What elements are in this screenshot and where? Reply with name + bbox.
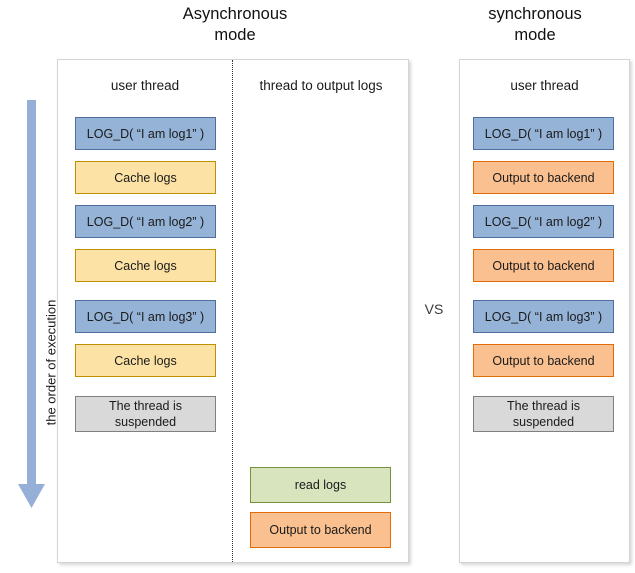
async-step-thread-suspended[interactable]: The thread is suspended <box>75 396 216 432</box>
async-step-output-to-backend[interactable]: Output to backend <box>250 512 391 548</box>
async-output-thread-header: thread to output logs <box>259 78 383 93</box>
down-arrow-icon <box>18 100 45 508</box>
sync-step-thread-suspended[interactable]: The thread is suspended <box>473 396 614 432</box>
sync-step-log2[interactable]: LOG_D( “I am log2” ) <box>473 205 614 238</box>
sync-user-thread-header: user thread <box>510 78 579 93</box>
thread-divider <box>232 60 233 562</box>
async-step-log1[interactable]: LOG_D( “I am log1” ) <box>75 117 216 150</box>
async-step-cache-logs-3[interactable]: Cache logs <box>75 344 216 377</box>
sync-step-log3[interactable]: LOG_D( “I am log3” ) <box>473 300 614 333</box>
sync-step-output-to-backend-1[interactable]: Output to backend <box>473 161 614 194</box>
sync-step-output-to-backend-3[interactable]: Output to backend <box>473 344 614 377</box>
sync-step-log1[interactable]: LOG_D( “I am log1” ) <box>473 117 614 150</box>
async-step-read-logs[interactable]: read logs <box>250 467 391 503</box>
sync-step-output-to-backend-2[interactable]: Output to backend <box>473 249 614 282</box>
async-mode-title: Asynchronous mode <box>182 5 288 44</box>
async-step-log2[interactable]: LOG_D( “I am log2” ) <box>75 205 216 238</box>
async-step-log3[interactable]: LOG_D( “I am log3” ) <box>75 300 216 333</box>
vs-label: VS <box>424 301 444 317</box>
async-step-cache-logs-2[interactable]: Cache logs <box>75 249 216 282</box>
async-user-thread-header: user thread <box>110 78 180 93</box>
execution-order-arrow: the order of execution <box>14 100 59 510</box>
async-step-cache-logs-1[interactable]: Cache logs <box>75 161 216 194</box>
sync-mode-title: synchronous mode <box>488 5 582 44</box>
